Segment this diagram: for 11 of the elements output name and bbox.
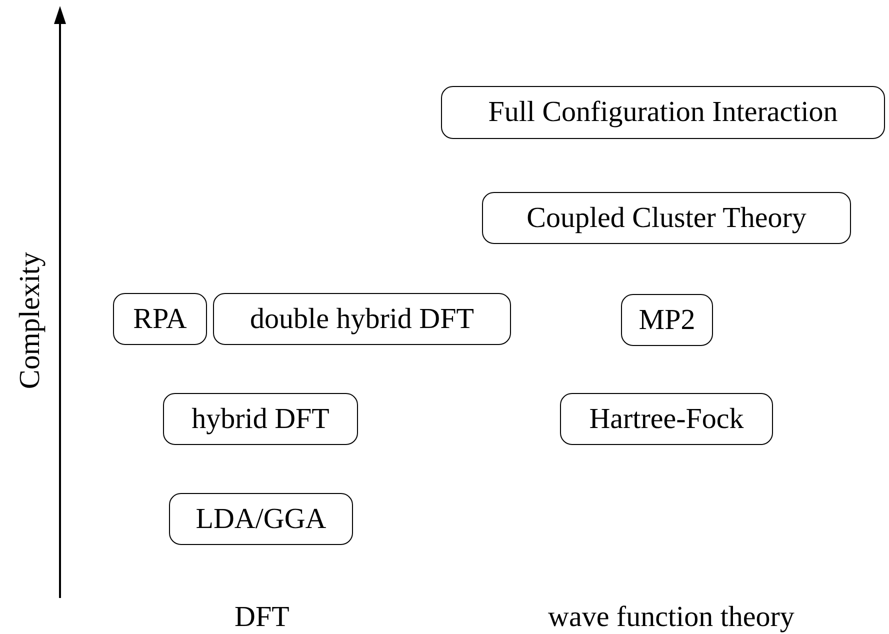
method-box: MP2: [621, 294, 713, 346]
method-box: LDA/GGA: [169, 493, 353, 545]
method-box: Full Configuration Interaction: [441, 86, 885, 139]
method-box: hybrid DFT: [163, 393, 358, 445]
method-box: double hybrid DFT: [213, 293, 511, 345]
method-box: Coupled Cluster Theory: [482, 192, 851, 244]
column-label: DFT: [234, 600, 290, 634]
method-box: RPA: [113, 293, 207, 345]
axis-label: Complexity: [13, 252, 46, 388]
column-label: wave function theory: [548, 600, 794, 634]
method-box: Hartree-Fock: [560, 393, 773, 445]
